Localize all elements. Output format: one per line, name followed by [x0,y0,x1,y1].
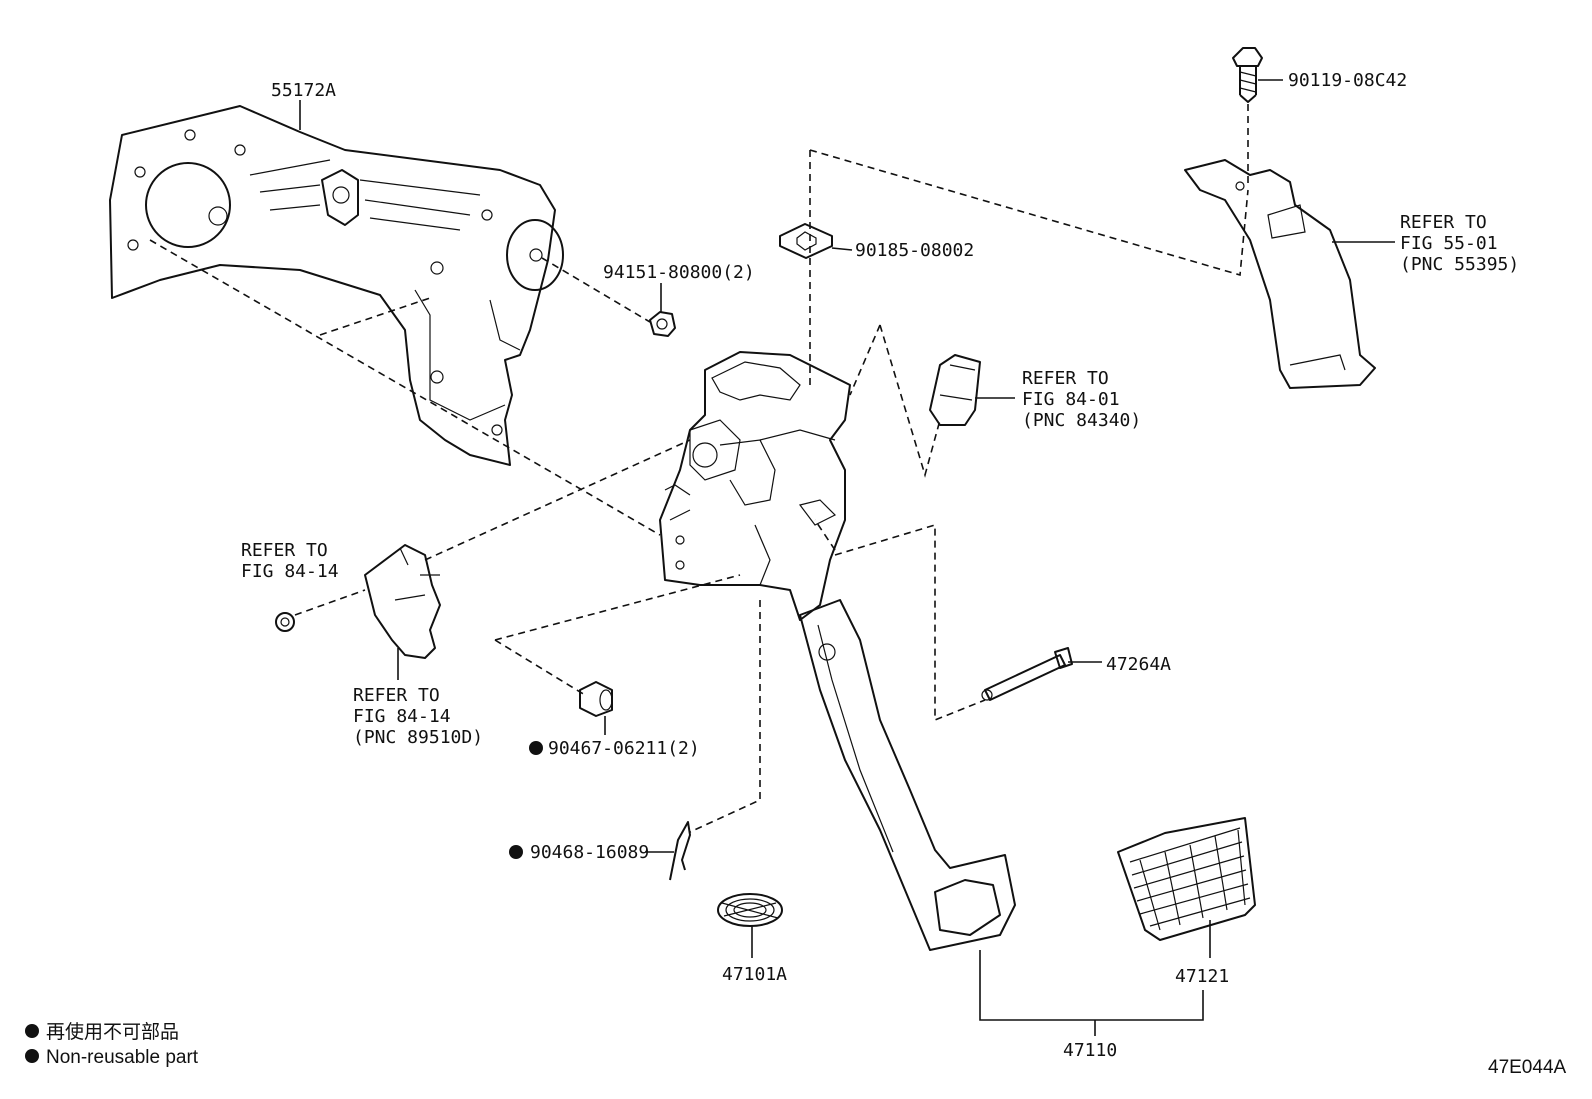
legend-jp: 再使用不可部品 [46,1021,179,1043]
callout-55172A: 55172A [271,80,336,101]
callout-90468-16089: 90468-16089 [530,842,649,863]
refer-line: REFER TO [1022,368,1109,389]
sensor-nut [275,612,295,632]
filled-circle-icon [25,1049,39,1063]
refer-line: (PNC 84340) [1022,410,1141,431]
callout-47110: 47110 [1063,1040,1117,1061]
refer-line: REFER TO [1400,212,1487,233]
callout-47101A: 47101A [722,964,787,985]
callout-90467-06211: 90467-06211(2) [548,738,700,759]
refer-line: FIG 84-01 [1022,389,1120,410]
upper-bracket [1184,159,1376,389]
refer-note-84-14-sensor: REFER TO FIG 84-14 (PNC 89510D) [353,685,483,748]
refer-line: REFER TO [241,540,328,561]
figure-code: 47E044A [1488,1057,1567,1078]
pedal-bracket-body [659,351,851,621]
flange-nut [649,311,676,337]
refer-line: FIG 55-01 [1400,233,1498,254]
clip-nut [779,223,833,259]
leader-lines [299,79,1395,1036]
callout-94151-80800: 94151-80800(2) [603,262,755,283]
pedal-pad [1117,817,1256,941]
refer-note-84-14-nut: REFER TO FIG 84-14 [241,540,339,582]
pin-bolt [981,647,1073,701]
refer-line: FIG 84-14 [353,706,451,727]
refer-line: (PNC 55395) [1400,254,1519,275]
legend-en: Non-reusable part [46,1047,199,1068]
pedal-support-bracket [109,105,564,466]
refer-line: (PNC 89510D) [353,727,483,748]
stop-lamp-switch [929,354,981,426]
refer-note-84-01: REFER TO FIG 84-01 (PNC 84340) [1022,368,1141,431]
callout-90119-08C42: 90119-08C42 [1288,70,1407,91]
callout-90185-08002: 90185-08002 [855,240,974,261]
pedal-stroke-sensor [364,544,441,659]
callout-47121: 47121 [1175,966,1229,987]
brake-pedal-arm [799,599,1016,951]
non-reusable-marker [529,741,543,755]
pin-bushing [579,681,613,717]
assembly-guides [149,149,1249,833]
return-spring [717,893,783,927]
callout-47264A: 47264A [1106,654,1171,675]
clip-pin [669,821,691,881]
refer-line: REFER TO [353,685,440,706]
legend: 再使用不可部品 Non-reusable part [25,1021,199,1068]
filled-circle-icon [25,1024,39,1038]
refer-line: FIG 84-14 [241,561,339,582]
non-reusable-marker [509,845,523,859]
top-bolt [1232,47,1263,103]
refer-note-55-01: REFER TO FIG 55-01 (PNC 55395) [1400,212,1519,275]
